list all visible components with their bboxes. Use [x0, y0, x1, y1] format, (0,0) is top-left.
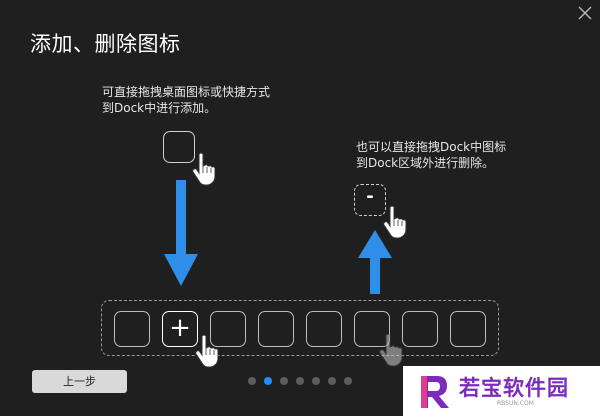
page-dot[interactable] [296, 377, 304, 385]
watermark-text: 若宝软件园 [459, 376, 569, 400]
remove-hint-text: 也可以直接拖拽Dock中图标 到Dock区域外进行删除。 [356, 139, 506, 171]
watermark-logo-icon [421, 376, 449, 408]
dock-bar: + [101, 300, 499, 356]
plus-symbol: + [169, 313, 191, 343]
remove-hint-line-1: 也可以直接拖拽Dock中图标 [356, 140, 507, 154]
dock-slot [258, 311, 294, 347]
dock-slot [402, 311, 438, 347]
minus-symbol: - [366, 186, 374, 207]
arrow-down-icon [164, 180, 198, 286]
page-dot-active[interactable] [264, 377, 272, 385]
remove-hint-line-2: 到Dock区域外进行删除。 [356, 156, 495, 170]
add-hint-line-2: 到Dock中进行添加。 [102, 101, 217, 115]
close-icon[interactable] [576, 4, 594, 22]
arrow-up-icon [358, 230, 392, 294]
watermark: 若宝软件园 RBSUN.COM [403, 366, 600, 416]
dock-slot [450, 311, 486, 347]
page-dot[interactable] [248, 377, 256, 385]
dock-slot [210, 311, 246, 347]
add-hint-line-1: 可直接拖拽桌面图标或快捷方式 [102, 85, 271, 99]
page-dot[interactable] [328, 377, 336, 385]
dock-slot [306, 311, 342, 347]
page-dot[interactable] [344, 377, 352, 385]
page-title: 添加、删除图标 [30, 32, 181, 56]
watermark-url: RBSUN.COM [497, 400, 534, 407]
page-dot[interactable] [312, 377, 320, 385]
dock-slot [354, 311, 390, 347]
hand-cursor-icon [379, 333, 403, 367]
hand-cursor-icon [192, 152, 216, 186]
removable-icon-illustration: - [354, 184, 386, 216]
page-dot[interactable] [280, 377, 288, 385]
add-hint-text: 可直接拖拽桌面图标或快捷方式 到Dock中进行添加。 [102, 84, 270, 116]
desktop-icon-illustration [163, 131, 195, 163]
dock-slot [114, 311, 150, 347]
previous-step-button[interactable]: 上一步 [32, 370, 127, 393]
hand-cursor-icon [195, 334, 219, 368]
dock-slot-add: + [162, 311, 198, 347]
hand-cursor-icon [383, 205, 407, 239]
